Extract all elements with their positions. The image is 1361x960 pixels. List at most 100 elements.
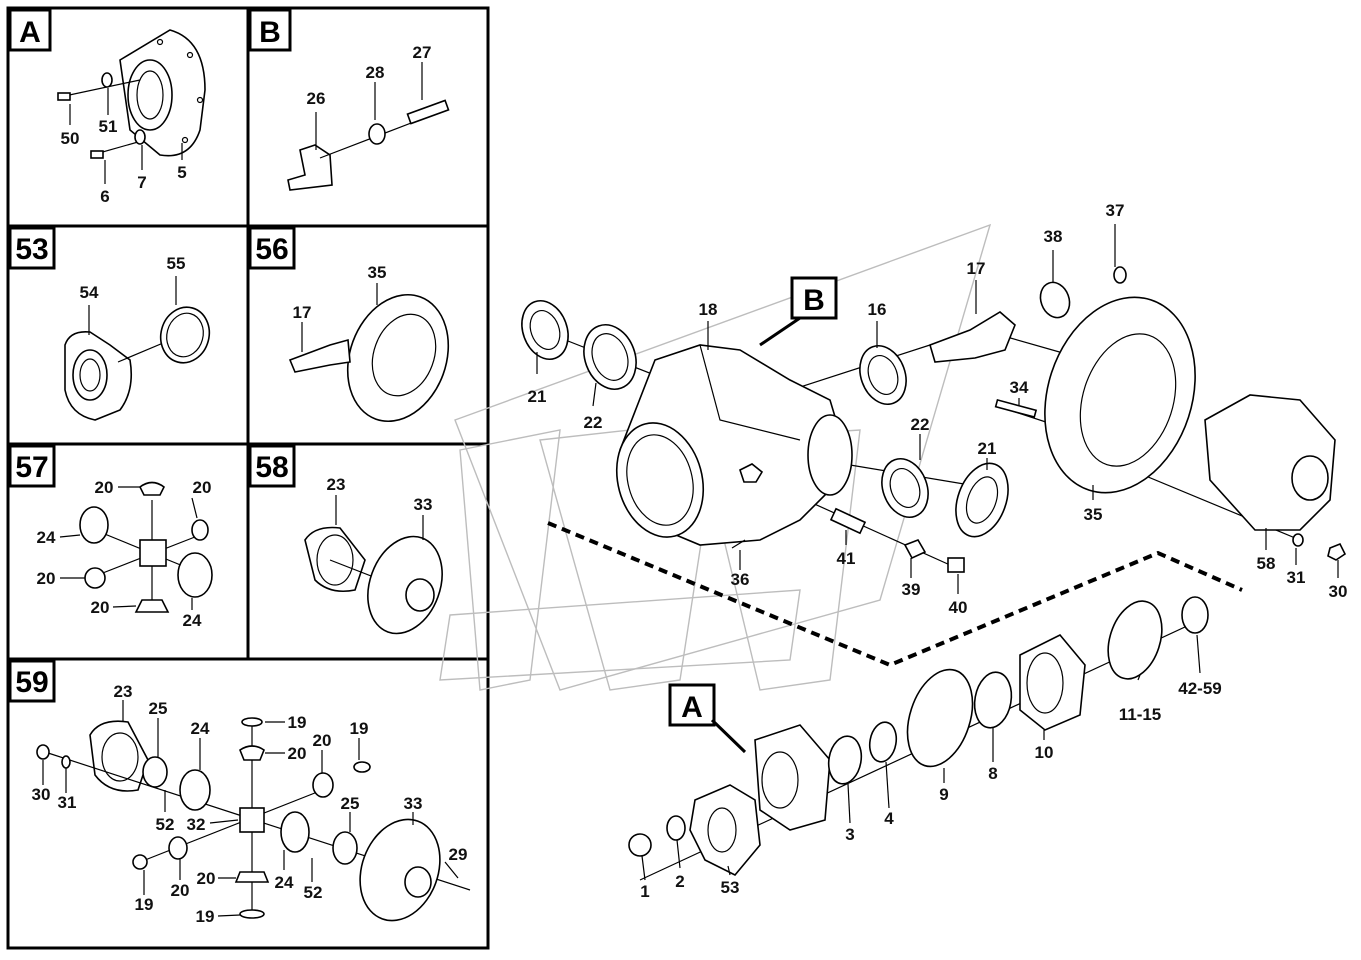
panel-59-drawing: 23 25 24 19 20 20 19 30 31 52 32 25 33 2… (32, 682, 471, 926)
panel-53-drawing: 54 55 (64, 254, 211, 421)
crown-wheel (994, 296, 1196, 494)
pinion-and-bearing (859, 266, 1127, 405)
callout-b: B (759, 276, 838, 347)
label-30: 30 (1329, 582, 1348, 601)
label-19-c: 19 (135, 895, 154, 914)
label-19-d: 19 (196, 907, 215, 926)
label-35-panel: 35 (368, 263, 387, 282)
callout-a: A (668, 683, 747, 754)
label-39: 39 (902, 580, 921, 599)
label-18: 18 (699, 300, 718, 319)
label-58: 58 (1257, 554, 1276, 573)
callout-b-label: B (803, 284, 825, 317)
label-24-b: 24 (183, 611, 202, 630)
label-20-a: 20 (95, 478, 114, 497)
right-bearings (881, 458, 1009, 538)
panel-58-title: 58 (255, 451, 288, 484)
label-20-d: 20 (91, 598, 110, 617)
label-55: 55 (167, 254, 186, 273)
label-41: 41 (837, 549, 856, 568)
label-50: 50 (61, 129, 80, 148)
label-22-right: 22 (911, 415, 930, 434)
label-23-panel58: 23 (327, 475, 346, 494)
label-20-f: 20 (313, 731, 332, 750)
differential-case (1204, 394, 1347, 561)
section-dashed-line (547, 521, 1243, 668)
label-25-b: 25 (341, 794, 360, 813)
panel-59-tag: 59 (8, 659, 56, 703)
label-6: 6 (100, 187, 109, 206)
main-leader-lines (536, 224, 1339, 881)
label-20-h: 20 (197, 869, 216, 888)
label-33-panel59: 33 (404, 794, 423, 813)
panel-a-drawing: 50 51 5 6 7 (57, 29, 206, 206)
label-1: 1 (640, 882, 649, 901)
label-19-a: 19 (288, 713, 307, 732)
main-labels: 37 38 17 18 16 21 22 34 22 21 35 58 31 3… (528, 201, 1348, 901)
label-52-b: 52 (304, 883, 323, 902)
panel-b-tag: B (248, 8, 292, 52)
label-31: 31 (1287, 568, 1306, 587)
panel-53-title: 53 (15, 233, 48, 266)
panel-a-title: A (19, 16, 41, 49)
label-20-e: 20 (288, 744, 307, 763)
label-11-15: 11-15 (1119, 705, 1162, 724)
panel-58-tag: 58 (248, 444, 296, 488)
label-22-left: 22 (584, 413, 603, 432)
left-bearings (521, 300, 637, 390)
label-52-a: 52 (156, 815, 175, 834)
label-31-panel59: 31 (58, 793, 77, 812)
callout-a-label: A (681, 691, 703, 724)
label-21-left: 21 (528, 387, 547, 406)
label-32: 32 (187, 815, 206, 834)
label-33-panel58: 33 (414, 495, 433, 514)
label-53: 53 (721, 878, 740, 897)
label-30-panel59: 30 (32, 785, 51, 804)
axle-housing (615, 344, 853, 546)
panel-57-drawing: 20 20 24 20 20 24 (37, 478, 213, 630)
label-37: 37 (1106, 201, 1125, 220)
label-17-panel: 17 (293, 303, 312, 322)
label-21-right: 21 (978, 439, 997, 458)
label-42-59: 42-59 (1178, 679, 1221, 698)
small-fasteners (731, 507, 965, 573)
label-38: 38 (1044, 227, 1063, 246)
label-20-g: 20 (171, 881, 190, 900)
flange-assembly (628, 596, 1209, 876)
label-3: 3 (845, 825, 854, 844)
panel-58-drawing: 23 33 (304, 475, 443, 635)
label-4: 4 (884, 809, 894, 828)
panel-a-tag: A (8, 8, 52, 52)
panel-57-title: 57 (15, 451, 48, 484)
label-25-a: 25 (149, 699, 168, 718)
label-8: 8 (988, 764, 997, 783)
panel-53-tag: 53 (8, 226, 56, 270)
label-23-panel59: 23 (114, 682, 133, 701)
label-29: 29 (449, 845, 468, 864)
label-24-d: 24 (275, 873, 294, 892)
label-9: 9 (939, 785, 948, 804)
panel-56-drawing: 17 35 (288, 263, 450, 423)
panel-b-title: B (259, 16, 281, 49)
label-5: 5 (177, 163, 186, 182)
label-26: 26 (307, 89, 326, 108)
label-20-b: 20 (193, 478, 212, 497)
label-10: 10 (1035, 743, 1054, 762)
panel-frames (6, 6, 490, 950)
label-34: 34 (1010, 378, 1029, 397)
label-28: 28 (366, 63, 385, 82)
panel-b-drawing: 26 28 27 (287, 43, 450, 191)
panel-57-tag: 57 (8, 444, 56, 488)
label-16: 16 (868, 300, 887, 319)
label-7: 7 (137, 173, 146, 192)
label-20-c: 20 (37, 569, 56, 588)
label-17: 17 (967, 259, 986, 278)
label-2: 2 (675, 872, 684, 891)
panel-59-title: 59 (15, 666, 48, 699)
label-19-b: 19 (350, 719, 369, 738)
label-40: 40 (949, 598, 968, 617)
label-51: 51 (99, 117, 118, 136)
label-24-c: 24 (191, 719, 210, 738)
label-35: 35 (1084, 505, 1103, 524)
